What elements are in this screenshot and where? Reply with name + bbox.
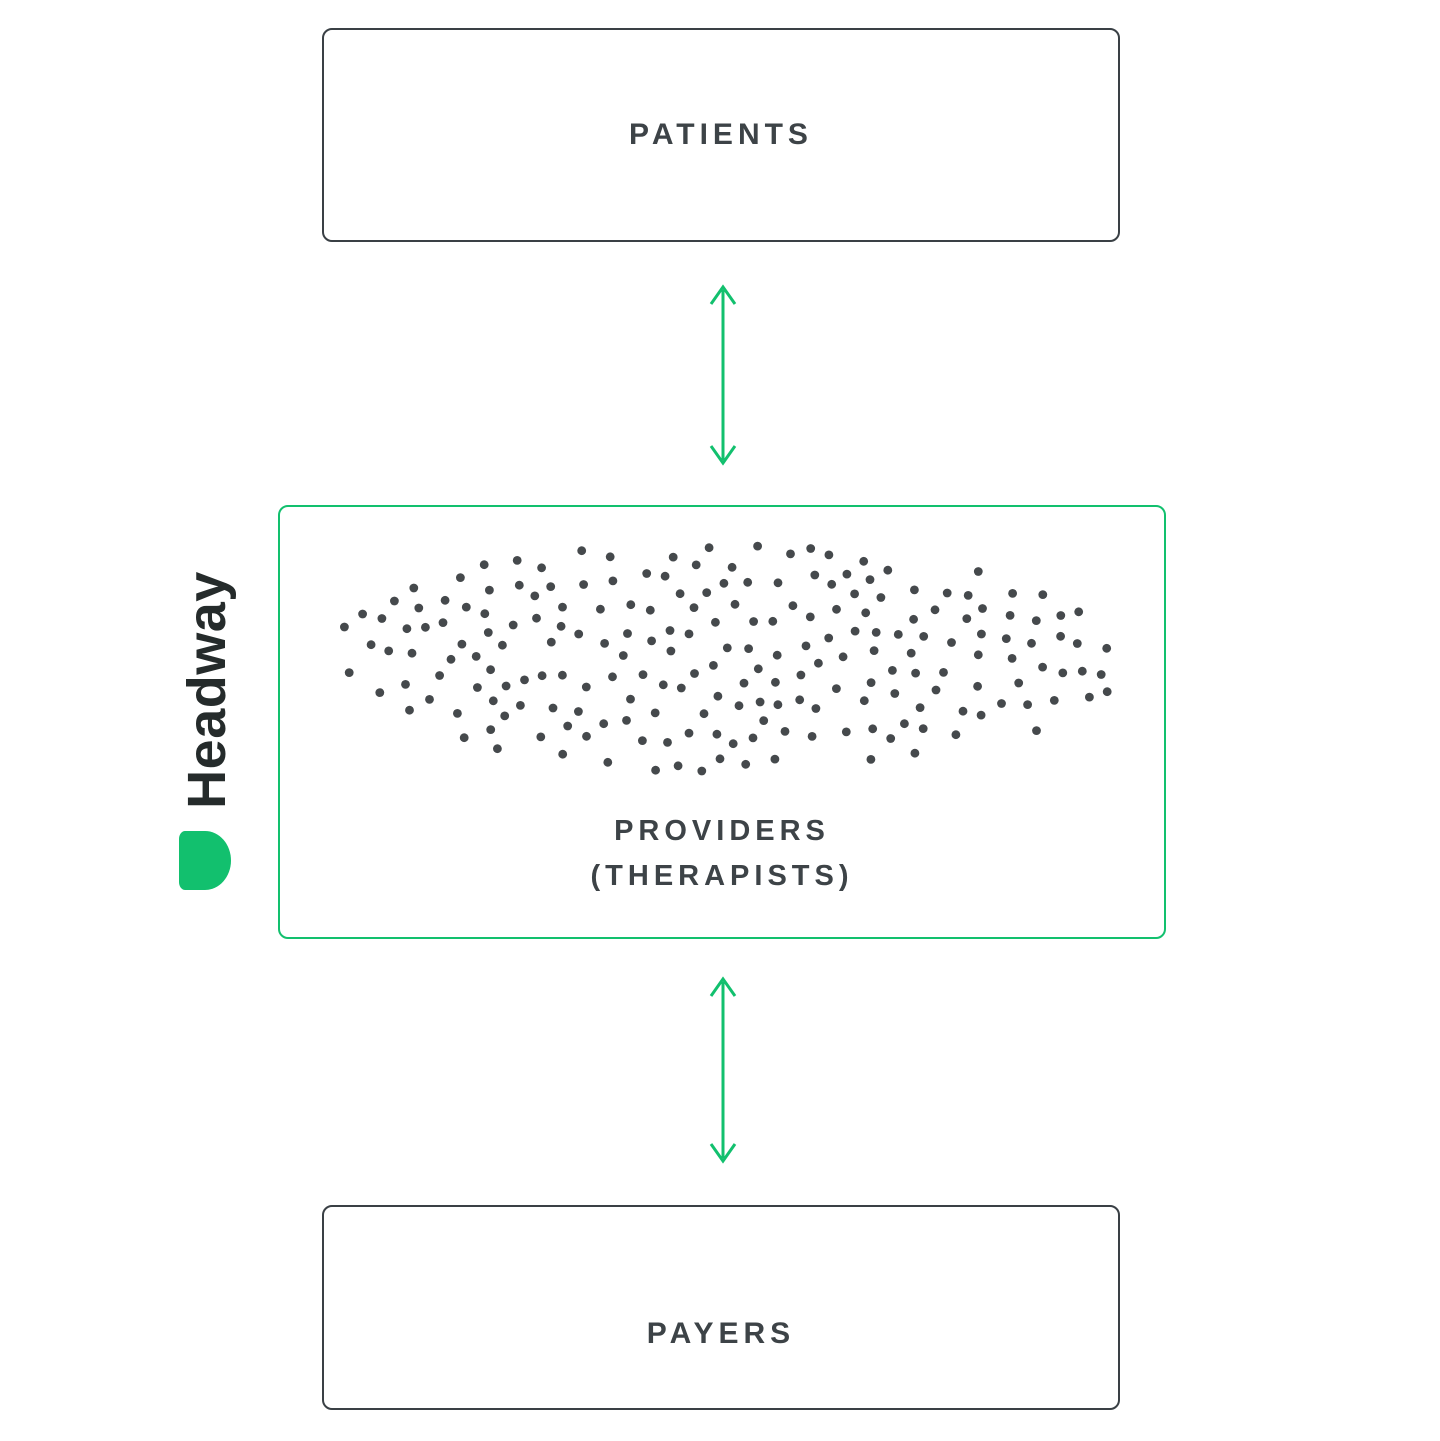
payers-box: PAYERS bbox=[322, 1205, 1120, 1410]
arrow-patients-providers bbox=[709, 284, 737, 466]
providers-box: PROVIDERS (THERAPISTS) bbox=[278, 505, 1166, 939]
payers-label: PAYERS bbox=[646, 1316, 796, 1350]
providers-label-line1: PROVIDERS bbox=[614, 815, 830, 848]
headway-wordmark: Headway bbox=[177, 571, 237, 809]
providers-label: PROVIDERS (THERAPISTS) bbox=[280, 809, 1164, 899]
providers-label-line2: (THERAPISTS) bbox=[590, 860, 854, 893]
arrow-providers-payers bbox=[709, 976, 737, 1164]
patients-label: PATIENTS bbox=[629, 118, 813, 151]
headway-logo-mark-icon bbox=[179, 831, 231, 890]
provider-dots-cloud bbox=[340, 541, 1112, 776]
patients-box: PATIENTS bbox=[322, 28, 1120, 242]
